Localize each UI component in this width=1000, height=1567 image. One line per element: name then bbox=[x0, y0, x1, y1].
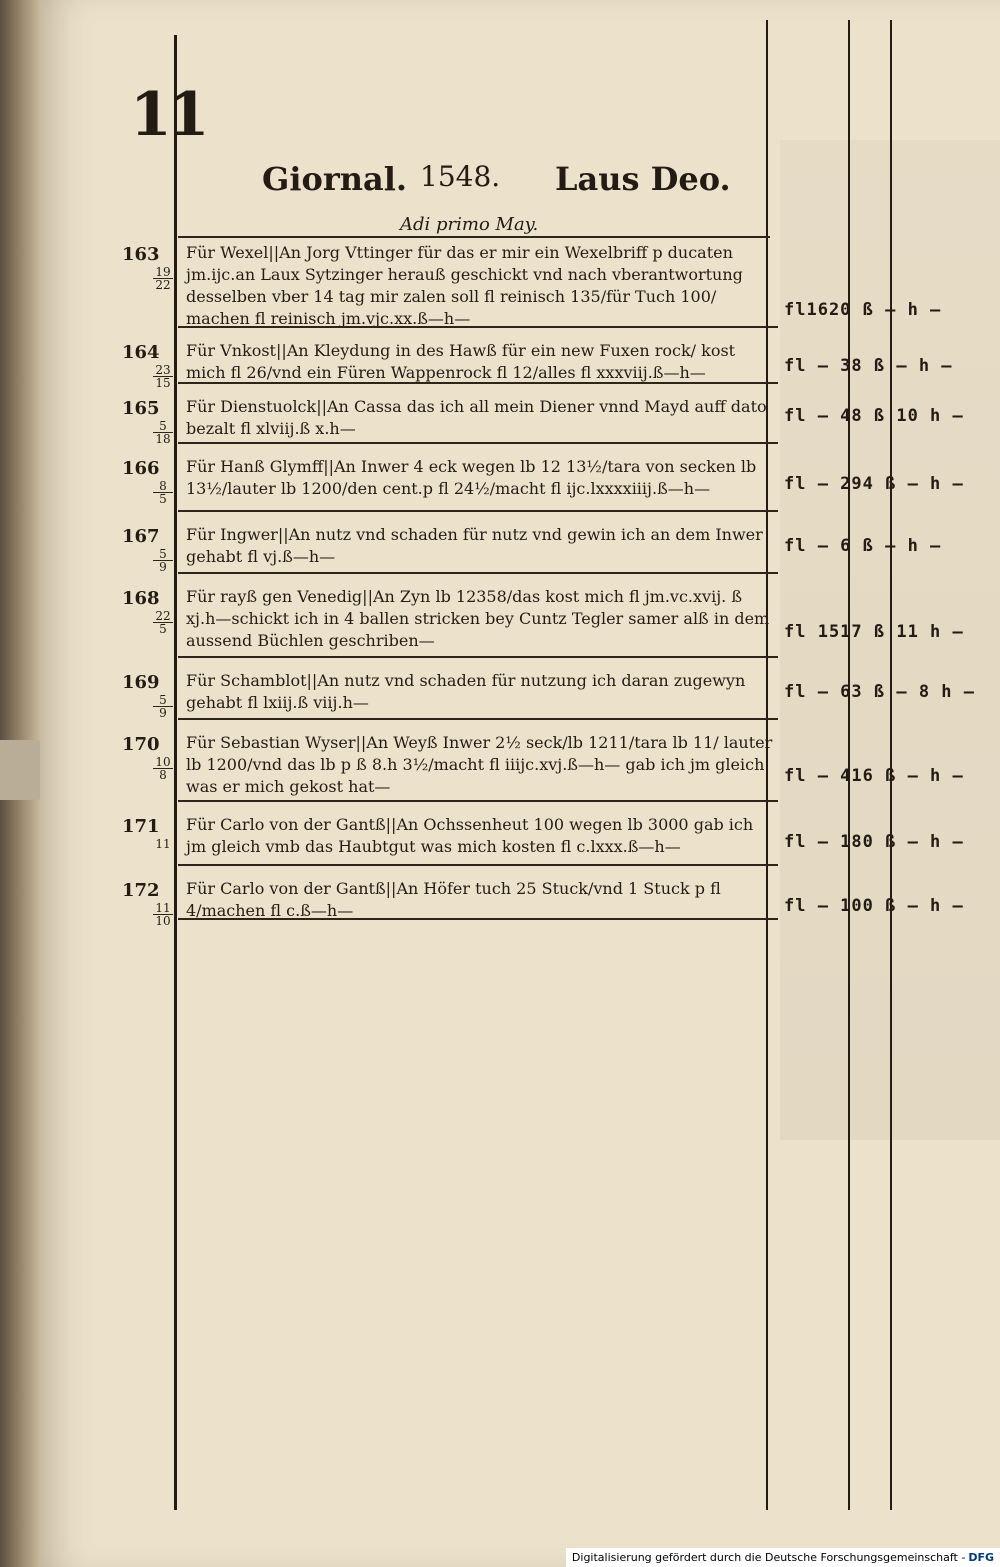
page-ref: 5 bbox=[159, 492, 167, 506]
dfg-logo: DFG bbox=[968, 1551, 994, 1564]
entry-amount: fl 1517 ß 11 h — bbox=[784, 622, 964, 642]
entry-number: 167 bbox=[122, 526, 160, 547]
entry-rule bbox=[178, 718, 778, 720]
entry-number: 166 bbox=[122, 458, 160, 479]
entry-rule bbox=[178, 510, 778, 512]
entry-amount: fl — 294 ß — h — bbox=[784, 474, 964, 494]
page-ref: 18 bbox=[155, 432, 171, 446]
entry-rule bbox=[178, 656, 778, 658]
entry-rule bbox=[178, 572, 778, 574]
entry-number: 171 bbox=[122, 816, 160, 837]
page-ref: 8 bbox=[153, 480, 173, 493]
entry-amount: fl — 100 ß — h — bbox=[784, 896, 964, 916]
entry-number: 163 bbox=[122, 244, 160, 265]
ledger-page bbox=[40, 0, 1000, 1567]
entry-text: Für rayß gen Venedig||An Zyn lb 12358/da… bbox=[186, 587, 770, 650]
laus-deo: Laus Deo. bbox=[555, 160, 731, 198]
entry-amount: fl — 180 ß — h — bbox=[784, 832, 964, 852]
entry-rule-top bbox=[178, 236, 770, 238]
page-ref: 9 bbox=[159, 560, 167, 574]
page-ref: 10 bbox=[155, 914, 171, 928]
page-ref: 5 bbox=[153, 548, 173, 561]
page-ref: 11 bbox=[155, 837, 171, 851]
ribbon-tab bbox=[0, 740, 44, 800]
folio-number: 11 bbox=[130, 80, 209, 150]
entry-rule bbox=[178, 382, 778, 384]
footer-credit: Digitalisierung gefördert durch die Deut… bbox=[565, 1548, 1000, 1567]
entry-text: Für Dienstuolck||An Cassa das ich all me… bbox=[186, 397, 767, 438]
entry-number: 170 bbox=[122, 734, 160, 755]
entry-text: Für Schamblot||An nutz vnd schaden für n… bbox=[186, 671, 746, 712]
amount-rule-2 bbox=[848, 20, 850, 1510]
journal-year: 1548. bbox=[420, 160, 501, 193]
page-ref: 23 bbox=[153, 364, 173, 377]
entry-number: 168 bbox=[122, 588, 160, 609]
entry-amount: fl — 38 ß — h — bbox=[784, 356, 953, 376]
entry-number: 172 bbox=[122, 880, 160, 901]
entry-amount: fl1620 ß — h — bbox=[784, 300, 942, 320]
page-ref: 19 bbox=[153, 266, 173, 279]
footer-text: Digitalisierung gefördert durch die Deut… bbox=[571, 1551, 966, 1564]
entry-rule bbox=[178, 442, 778, 444]
entry-rule bbox=[178, 326, 778, 328]
amount-rule-1 bbox=[766, 20, 768, 1510]
page-ref: 15 bbox=[155, 376, 171, 390]
entry-number: 169 bbox=[122, 672, 160, 693]
entry-number: 165 bbox=[122, 398, 160, 419]
entry-amount: fl — 6 ß — h — bbox=[784, 536, 942, 556]
entry-text: Für Carlo von der Gantß||An Ochssenheut … bbox=[186, 815, 754, 856]
left-margin-rule bbox=[174, 35, 177, 1510]
entry-amount: fl — 416 ß — h — bbox=[784, 766, 964, 786]
page-ref: 22 bbox=[155, 278, 171, 292]
page-ref: 5 bbox=[159, 622, 167, 636]
page-ref: 5 bbox=[153, 420, 173, 433]
entry-amount: fl — 48 ß 10 h — bbox=[784, 406, 964, 426]
entry-rule bbox=[178, 918, 778, 920]
date-line: Adi primo May. bbox=[400, 214, 539, 235]
page-ref: 5 bbox=[153, 694, 173, 707]
entry-text: Für Ingwer||An nutz vnd schaden für nutz… bbox=[186, 525, 763, 566]
page-ref: 10 bbox=[153, 756, 173, 769]
page-ref: 22 bbox=[153, 610, 173, 623]
page-ref: 9 bbox=[159, 706, 167, 720]
entry-page-refs: 11 bbox=[153, 838, 173, 850]
journal-title: Giornal. bbox=[262, 160, 407, 198]
page-ref: 8 bbox=[159, 768, 167, 782]
amount-rule-3 bbox=[890, 20, 892, 1510]
entry-number: 164 bbox=[122, 342, 160, 363]
entry-rule bbox=[178, 864, 778, 866]
entry-rule bbox=[178, 800, 778, 802]
entry-amount: fl — 63 ß — 8 h — bbox=[784, 682, 975, 702]
page-ref: 11 bbox=[153, 902, 173, 915]
entry-text: Für Sebastian Wyser||An Weyß Inwer 2½ se… bbox=[186, 733, 773, 796]
entry-text: Für Hanß Glymff||An Inwer 4 eck wegen lb… bbox=[186, 457, 757, 498]
entry-text: Für Wexel||An Jorg Vttinger für das er m… bbox=[186, 243, 743, 328]
entry-text: Für Vnkost||An Kleydung in des Hawß für … bbox=[186, 341, 736, 382]
entry-text: Für Carlo von der Gantß||An Höfer tuch 2… bbox=[186, 879, 721, 920]
